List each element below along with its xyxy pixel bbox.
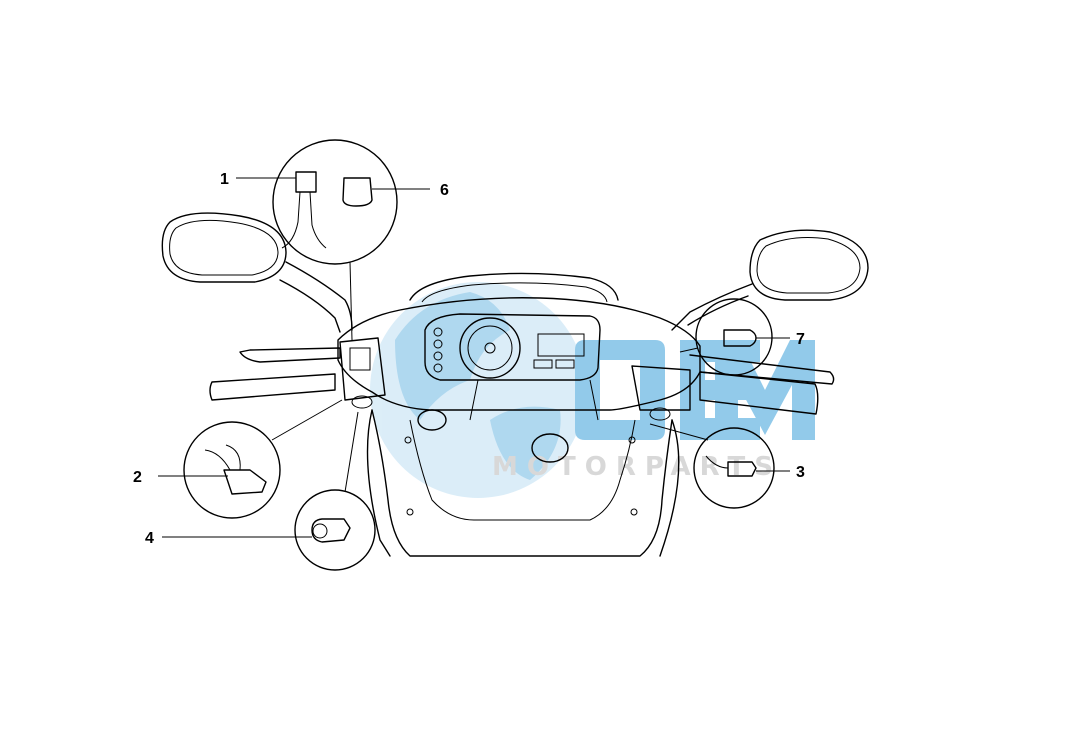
scooter-handlebar-drawing xyxy=(161,212,869,557)
button-a xyxy=(533,359,553,369)
warning-light xyxy=(433,351,443,361)
watermark-globe-land xyxy=(395,292,561,480)
detail-leader-4 xyxy=(344,411,359,493)
right-mirror xyxy=(749,229,869,301)
detail-circle-2 xyxy=(183,421,281,519)
callout-lines xyxy=(158,177,790,538)
right-mirror-stem xyxy=(671,283,753,331)
right-side-panel xyxy=(659,419,680,557)
detail-circle-1-6 xyxy=(272,139,398,265)
part-4-button-face xyxy=(312,523,328,539)
right-switch-housing xyxy=(631,365,691,411)
part-2-wires xyxy=(204,444,241,471)
fuel-cap xyxy=(417,409,447,431)
part-6-cover xyxy=(342,177,373,207)
callout-4: 4 xyxy=(145,530,154,547)
warning-light xyxy=(433,363,443,373)
callout-6: 6 xyxy=(440,182,449,199)
detail-leader-1-6 xyxy=(349,261,353,341)
left-brake-lever xyxy=(239,347,341,363)
center-column xyxy=(469,379,599,421)
dashboard-visor-inner xyxy=(421,282,608,303)
right-switch-knob xyxy=(649,407,671,421)
handlebar-cover xyxy=(337,297,701,411)
screw xyxy=(404,436,412,444)
watermark-letter-m xyxy=(715,340,815,440)
right-mirror-inner xyxy=(756,237,861,294)
watermark-text: MOTORPARTS xyxy=(492,452,782,482)
left-switch-knob xyxy=(351,395,373,409)
part-3-switch xyxy=(727,461,757,477)
part-1-switch xyxy=(295,171,317,193)
detail-part-4 xyxy=(294,411,376,571)
button-b xyxy=(555,359,575,369)
detail-part-1-6 xyxy=(272,139,398,341)
right-brake-lever xyxy=(689,354,835,385)
speedometer-inner xyxy=(467,325,513,371)
left-mirror-inner xyxy=(169,219,279,276)
detail-part-2 xyxy=(183,399,343,519)
ignition-key-slot xyxy=(531,433,569,463)
speedometer-hub xyxy=(484,342,496,354)
detail-leader-2 xyxy=(271,399,343,441)
callout-1: 1 xyxy=(220,171,229,188)
right-grip xyxy=(699,371,819,415)
callout-labels: 1 2 3 4 6 7 xyxy=(133,171,805,547)
watermark-logo: MOTORPARTS xyxy=(370,282,815,498)
part-4-button xyxy=(311,518,351,543)
watermark-letter-o xyxy=(575,340,665,440)
left-mirror xyxy=(161,212,287,283)
screw xyxy=(628,436,636,444)
callout-2: 2 xyxy=(133,469,142,486)
callout-3: 3 xyxy=(796,464,805,481)
part-1-wires xyxy=(281,191,327,249)
left-side-panel xyxy=(366,409,391,557)
front-shield-inner xyxy=(409,419,636,521)
left-switch-housing xyxy=(339,337,386,401)
detail-part-3 xyxy=(649,423,775,509)
instrument-cluster xyxy=(424,313,601,381)
part-3-wire xyxy=(705,455,729,469)
front-shield xyxy=(371,409,673,557)
left-grip xyxy=(209,373,336,401)
speedometer xyxy=(459,317,521,379)
warning-light xyxy=(433,327,443,337)
lcd-display xyxy=(537,333,585,357)
detail-leader-3 xyxy=(649,423,709,441)
left-mirror-stem xyxy=(279,261,353,333)
left-switch-window xyxy=(349,347,371,371)
warning-light xyxy=(433,339,443,349)
screw xyxy=(406,508,414,516)
detail-circle-4 xyxy=(294,489,376,571)
detail-circle-3 xyxy=(693,427,775,509)
detail-leader-7 xyxy=(679,347,699,353)
dashboard-visor xyxy=(409,272,619,301)
part-2-switch xyxy=(223,469,267,495)
detail-circle-7 xyxy=(695,298,773,376)
callout-7: 7 xyxy=(796,331,805,348)
screw xyxy=(630,508,638,516)
